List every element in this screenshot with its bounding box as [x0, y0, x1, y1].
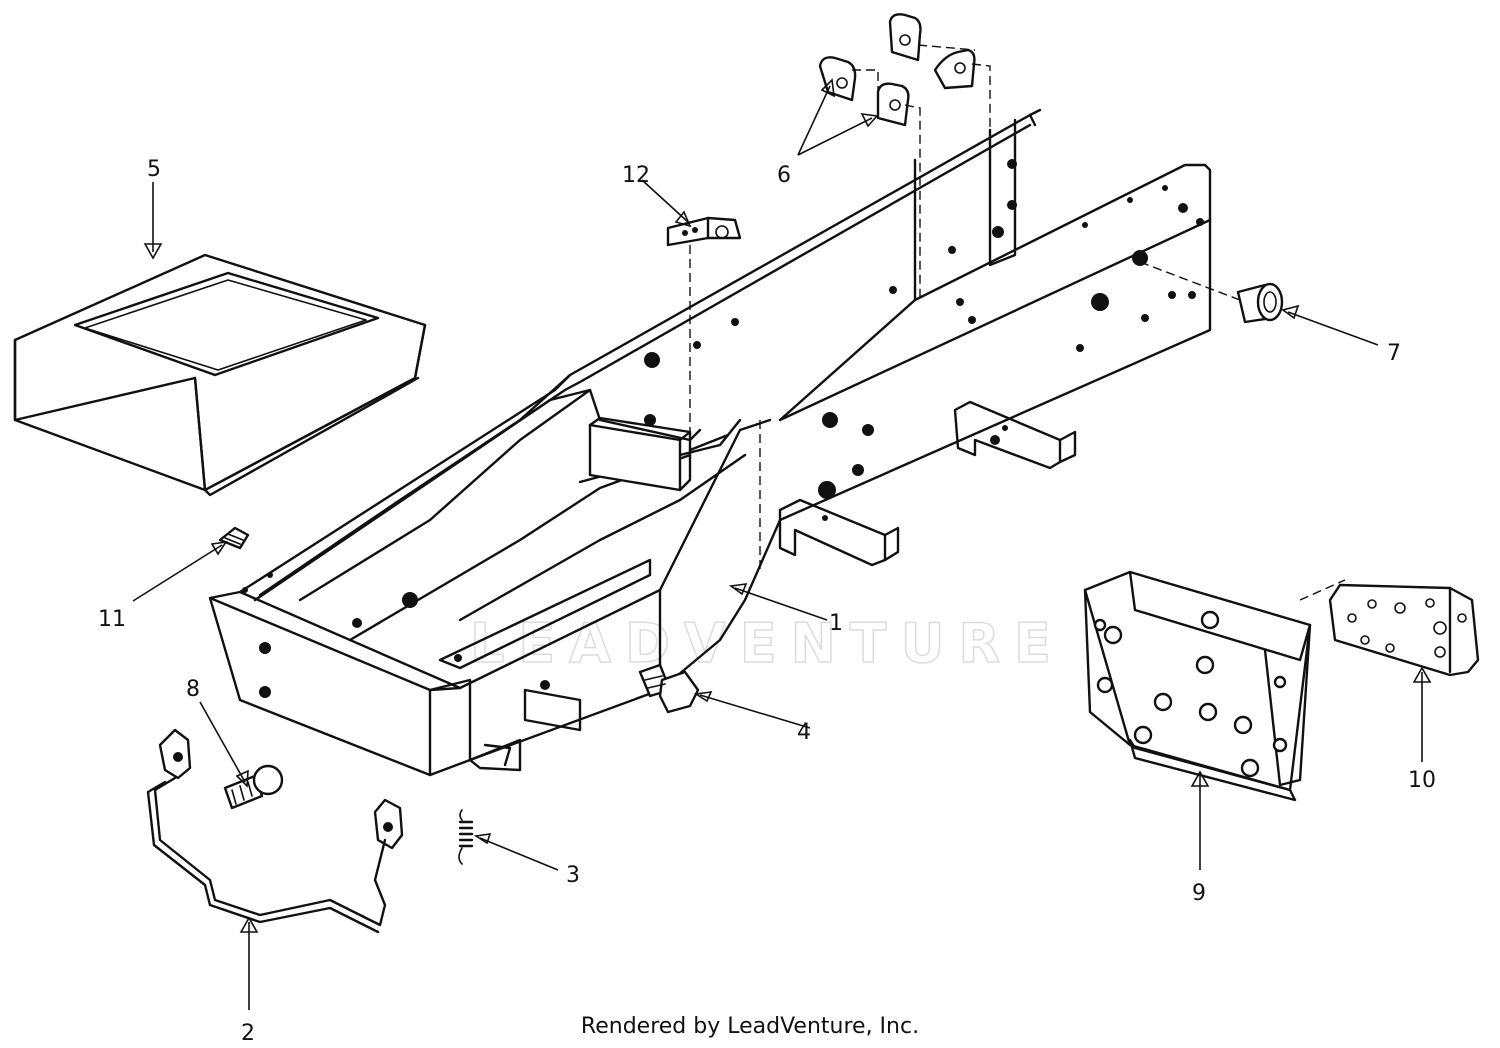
- watermark-text: LEADVENTURE: [470, 612, 1065, 675]
- callout-5: 5: [147, 157, 161, 182]
- leader-lines: [132, 78, 1432, 1010]
- callout-1: 1: [829, 611, 843, 636]
- part-4-bolt: [638, 663, 700, 714]
- part-6-clips: [818, 13, 976, 127]
- part-9-plate: [1083, 570, 1312, 802]
- callout-11: 11: [98, 607, 126, 632]
- part-8-bolt: [223, 764, 284, 810]
- callout-2: 2: [241, 1021, 255, 1046]
- callout-labels: 1 2 3 4 5 6 7 8 9 10 11 12: [98, 157, 1436, 1046]
- part-10-side-plate: [1328, 583, 1480, 677]
- callout-9: 9: [1192, 881, 1206, 906]
- callout-12: 12: [622, 163, 650, 188]
- part-3-spring: [458, 809, 474, 865]
- part-7-bushing: [1236, 282, 1284, 324]
- callout-10: 10: [1408, 768, 1436, 793]
- alignment-lines: [689, 44, 1346, 601]
- callout-4: 4: [797, 720, 811, 745]
- part-1-main-frame: [208, 108, 1212, 777]
- callout-8: 8: [186, 677, 200, 702]
- part-5-seat-pan: [13, 253, 427, 497]
- part-12-bracket: [666, 216, 742, 247]
- callout-3: 3: [566, 863, 580, 888]
- callout-6: 6: [777, 163, 791, 188]
- footer-credit: Rendered by LeadVenture, Inc.: [580, 1014, 920, 1039]
- part-11-clip: [218, 526, 250, 550]
- callout-7: 7: [1387, 341, 1401, 366]
- part-2-rod: [146, 728, 404, 934]
